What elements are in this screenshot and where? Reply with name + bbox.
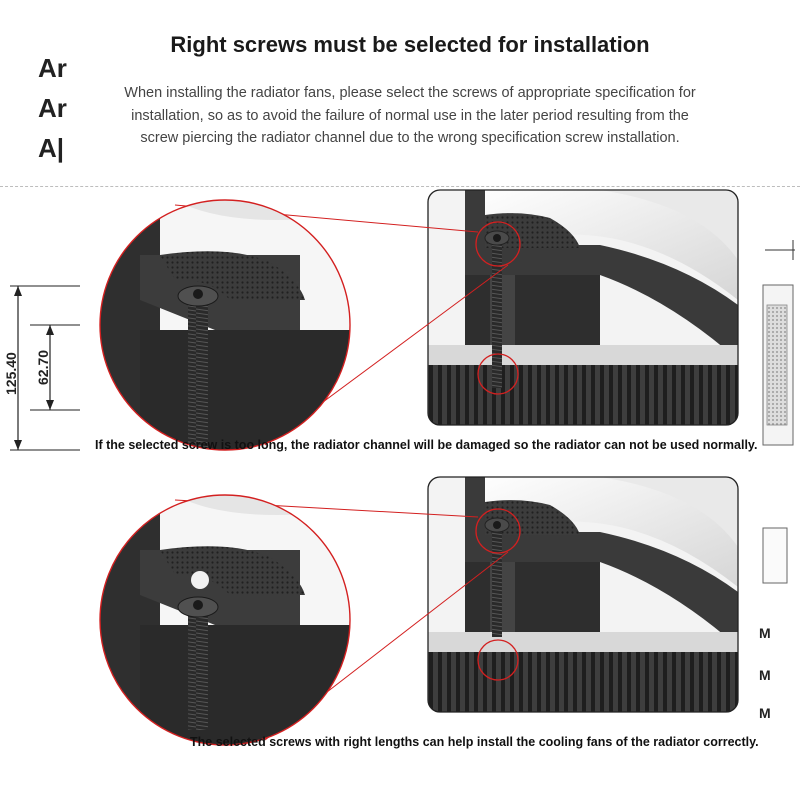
magnifier-ring xyxy=(99,494,351,746)
background-letter: M xyxy=(759,705,771,721)
fan-radiator-closeup xyxy=(428,190,738,425)
background-letter: Ar xyxy=(38,93,67,123)
background-letter: A| xyxy=(38,133,65,163)
background-heading-fragments: Ar Ar A| xyxy=(0,48,70,198)
example-2-caption: The selected screws with right lengths c… xyxy=(190,735,759,749)
closeup-frame xyxy=(427,189,739,426)
dimension-inner-label: 62.70 xyxy=(35,350,51,385)
page-description: When installing the radiator fans, pleas… xyxy=(124,85,696,146)
screw-tip-highlight xyxy=(477,639,519,681)
background-letter: M xyxy=(759,667,771,683)
magnified-screw-view xyxy=(100,495,350,745)
screw-head-highlight xyxy=(475,221,521,267)
screw-head-highlight xyxy=(475,508,521,554)
background-dashed-divider xyxy=(0,186,800,187)
screw-tip-highlight xyxy=(477,353,519,395)
page-title: Right screws must be selected for instal… xyxy=(170,32,650,57)
fan-radiator-closeup xyxy=(428,477,738,712)
background-letter: Ar xyxy=(38,53,67,83)
example-2-illustration xyxy=(99,476,739,746)
magnifier-ring xyxy=(99,199,351,451)
background-letter: M xyxy=(759,625,771,641)
example-1-caption: If the selected screw is too long, the r… xyxy=(95,438,758,452)
example-1-illustration xyxy=(99,189,739,451)
dimension-drawing: 125.40 62.70 xyxy=(3,285,80,451)
magnified-screw-view xyxy=(100,200,350,450)
closeup-frame xyxy=(427,476,739,713)
dimension-outer-label: 125.40 xyxy=(3,352,19,395)
background-product-sketch: M M M xyxy=(759,240,795,721)
